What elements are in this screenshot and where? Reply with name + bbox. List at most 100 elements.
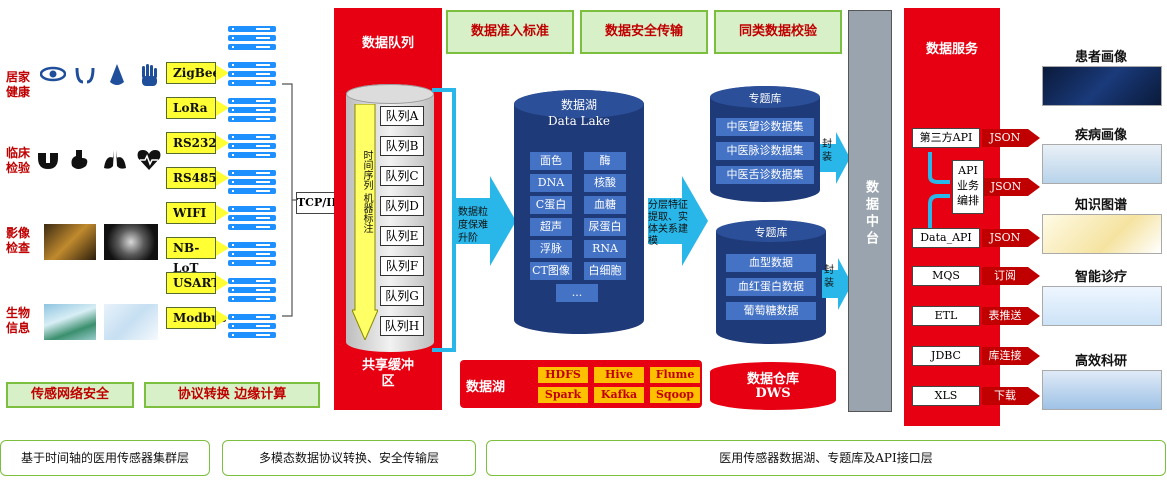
data-lake-cell: 超声 bbox=[530, 218, 572, 236]
data-lake-cell: CT图像 bbox=[530, 262, 572, 280]
data-lake-cell: 浮脉 bbox=[530, 240, 572, 258]
category-label: 影像 检查 bbox=[5, 226, 30, 255]
data-platform-bar bbox=[848, 10, 892, 412]
server-bar bbox=[228, 251, 276, 257]
server-bar bbox=[228, 170, 276, 176]
sensor-network-security: 传感网络安全 bbox=[6, 382, 134, 408]
output-title: 患者画像 bbox=[1074, 50, 1127, 65]
server-stack-icon bbox=[228, 242, 276, 269]
json-label-2: JSON bbox=[984, 178, 1040, 196]
service-action: 库连接 bbox=[982, 347, 1040, 365]
topic-db-2-top bbox=[716, 220, 826, 242]
queue-item: 队列E bbox=[380, 226, 424, 246]
data-lake-title-en: Data Lake bbox=[547, 114, 611, 128]
server-bar bbox=[228, 332, 276, 338]
output-preview-image bbox=[1042, 144, 1162, 184]
data-warehouse-sub: DWS bbox=[755, 386, 791, 401]
server-stack-icon bbox=[228, 206, 276, 233]
service-source: ETL bbox=[912, 306, 980, 326]
topic-db-2-item: 葡萄糖数据 bbox=[726, 302, 816, 320]
data-api-box: Data_API bbox=[912, 228, 980, 248]
topic-db-1-title: 专题库 bbox=[748, 92, 782, 105]
output-preview-image bbox=[1042, 214, 1162, 254]
queue-item: 队列C bbox=[380, 166, 424, 186]
server-stack-icon bbox=[228, 314, 276, 341]
hand-icon bbox=[138, 62, 160, 88]
category-label: 生物 信息 bbox=[5, 306, 30, 335]
data-lake-cell: 酶 bbox=[584, 152, 626, 170]
server-bar bbox=[228, 278, 276, 284]
topic-db-1-item: 中医望诊数据集 bbox=[716, 118, 814, 136]
bottom-layer-label: 基于时间轴的医用传感器集群层 bbox=[0, 440, 210, 476]
server-stack-icon bbox=[228, 62, 276, 89]
lake-tools-label: 数据湖 bbox=[466, 380, 506, 395]
service-source: JDBC bbox=[912, 346, 980, 366]
lake-tool: Flume bbox=[650, 367, 700, 383]
data-lake-cell: ... bbox=[556, 284, 598, 302]
queue-cylinder-top bbox=[346, 84, 434, 104]
topic-db-2-item: 血红蛋白数据 bbox=[726, 278, 816, 296]
lungs-icon bbox=[102, 148, 128, 172]
server-stack-icon bbox=[228, 98, 276, 125]
server-bar bbox=[228, 314, 276, 320]
output-title: 智能诊疗 bbox=[1074, 270, 1127, 285]
server-bar bbox=[228, 188, 276, 194]
server-bar bbox=[228, 44, 276, 50]
server-bar bbox=[228, 296, 276, 302]
time-series-label: 时间序列 机器标注 bbox=[361, 150, 372, 234]
service-source: MQS bbox=[912, 266, 980, 286]
lake-tool: Kafka bbox=[594, 387, 644, 403]
category-label: 临床 检验 bbox=[5, 146, 30, 175]
queue-connector-lines bbox=[432, 88, 456, 352]
topic-db-1-item: 中医舌诊数据集 bbox=[716, 166, 814, 184]
server-bar bbox=[228, 206, 276, 212]
data-lake-cell: 尿蛋白 bbox=[584, 218, 626, 236]
protocol-rs485: RS485 bbox=[166, 167, 229, 189]
server-bar bbox=[228, 143, 276, 149]
server-stack-icon bbox=[228, 134, 276, 161]
protocol-lora: LoRa bbox=[166, 97, 229, 119]
server-stack-icon bbox=[228, 170, 276, 197]
server-bar bbox=[228, 116, 276, 122]
data-lake-cell: C蛋白 bbox=[530, 196, 572, 214]
feature-extraction-arrow bbox=[648, 176, 708, 266]
orchestration-arrows bbox=[928, 152, 950, 228]
protocol-wifi: WIFI bbox=[166, 202, 229, 224]
output-preview-image bbox=[1042, 286, 1162, 326]
top-header: 数据安全传输 bbox=[580, 10, 708, 54]
data-lake-title-cn: 数据湖 bbox=[560, 98, 597, 112]
protocol-usart: USART bbox=[166, 272, 229, 294]
category-label: 居家 健康 bbox=[5, 70, 30, 99]
output-title: 知识图谱 bbox=[1074, 198, 1127, 213]
tongue-icon bbox=[36, 150, 60, 170]
category-clinical: 临床 检验 bbox=[4, 146, 32, 176]
bottom-layer-label: 医用传感器数据湖、专题库及API接口层 bbox=[486, 440, 1166, 476]
server-bar bbox=[228, 71, 276, 77]
data-warehouse-title: 数据仓库 bbox=[746, 372, 799, 387]
server-column bbox=[228, 26, 278, 356]
protocol-edge-computing: 协议转换 边缘计算 bbox=[144, 382, 320, 408]
server-bar bbox=[228, 26, 276, 32]
server-bar bbox=[228, 35, 276, 41]
queue-item: 队列G bbox=[380, 286, 424, 306]
top-header: 同类数据校验 bbox=[714, 10, 842, 54]
service-action: 表推送 bbox=[982, 307, 1040, 325]
server-bar bbox=[228, 323, 276, 329]
data-lake-cylinder-top bbox=[514, 90, 644, 118]
category-home-health: 居家 健康 bbox=[4, 70, 32, 100]
package-label-2: 封 装 bbox=[824, 265, 834, 289]
json-label-3: JSON bbox=[982, 229, 1040, 247]
server-bar bbox=[228, 260, 276, 266]
server-stack-icon bbox=[228, 26, 276, 53]
queue-item: 队列F bbox=[380, 256, 424, 276]
queue-item: 队列H bbox=[380, 316, 424, 336]
package-label-1: 封 装 bbox=[822, 139, 832, 163]
package-arrow-2 bbox=[822, 258, 852, 310]
nose-icon bbox=[106, 62, 128, 88]
output-preview-image bbox=[1042, 66, 1162, 106]
api-orchestration-box: API 业务 编排 bbox=[952, 160, 984, 214]
granularity-arrow bbox=[456, 176, 516, 266]
topic-db-2-title: 专题库 bbox=[754, 226, 788, 239]
third-api-box: 第三方API bbox=[912, 128, 980, 148]
